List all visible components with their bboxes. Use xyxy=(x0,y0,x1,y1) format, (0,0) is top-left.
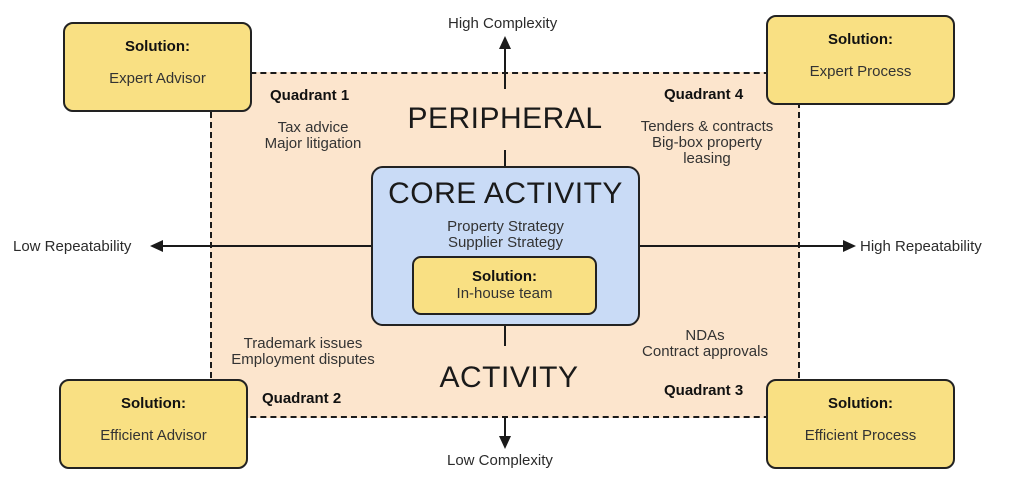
inhouse-solution-label: Solution: xyxy=(472,268,537,285)
up-arrowhead-icon xyxy=(499,36,511,49)
axis-label-low-complexity: Low Complexity xyxy=(447,452,553,469)
solution-value: Expert Process xyxy=(809,63,912,80)
left-arrowhead-icon xyxy=(150,240,163,252)
solution-label: Solution: xyxy=(828,395,893,412)
solution-box-top-right: Solution: Expert Process xyxy=(766,15,955,105)
region-title-peripheral: PERIPHERAL xyxy=(407,102,603,135)
core-activity-title: CORE ACTIVITY xyxy=(388,177,623,210)
inhouse-solution-box: Solution: In-house team xyxy=(412,256,597,315)
quadrant-2-item: Employment disputes xyxy=(231,351,375,368)
solution-box-bottom-left: Solution: Efficient Advisor xyxy=(59,379,248,469)
inhouse-solution-value: In-house team xyxy=(456,285,553,302)
quadrant-4-item: Big-box property leasing xyxy=(651,134,763,167)
quadrant-2-items: Trademark issues Employment disputes xyxy=(218,336,388,368)
quadrant-3-item: NDAs xyxy=(685,327,725,344)
quadrant-3-item: Contract approvals xyxy=(642,343,768,360)
quadrant-1-item: Major litigation xyxy=(264,135,362,152)
quadrant-2-label: Quadrant 2 xyxy=(262,390,342,407)
right-arrowhead-icon xyxy=(843,240,856,252)
solution-box-bottom-right: Solution: Efficient Process xyxy=(766,379,955,469)
quadrant-1-items: Tax advice Major litigation xyxy=(238,120,388,152)
quadrant-4-item: Tenders & contracts xyxy=(640,118,774,135)
quadrant-3-label: Quadrant 3 xyxy=(664,382,744,399)
core-activity-item: Property Strategy xyxy=(447,218,564,235)
quadrant-4-label: Quadrant 4 xyxy=(664,86,744,103)
axis-label-high-complexity: High Complexity xyxy=(448,15,558,32)
axis-label-high-repeatability: High Repeatability xyxy=(860,238,982,255)
quadrant-1-label: Quadrant 1 xyxy=(270,87,350,104)
vertical-axis-segment-top xyxy=(504,42,506,89)
down-arrowhead-icon xyxy=(499,436,511,449)
vertical-axis-segment-above-core xyxy=(504,150,506,170)
quadrant-4-items: Tenders & contracts Big-box property lea… xyxy=(632,119,782,167)
axis-label-low-repeatability: Low Repeatability xyxy=(13,238,132,255)
solution-value: Expert Advisor xyxy=(109,70,206,87)
solution-label: Solution: xyxy=(125,38,190,55)
quadrant-1-item: Tax advice xyxy=(277,119,349,136)
quadrant-3-items: NDAs Contract approvals xyxy=(625,328,785,360)
solution-label: Solution: xyxy=(121,395,186,412)
solution-label: Solution: xyxy=(828,31,893,48)
quadrant-2-item: Trademark issues xyxy=(243,335,363,352)
solution-value: Efficient Advisor xyxy=(100,427,207,444)
solution-value: Efficient Process xyxy=(804,427,917,444)
core-activity-items: Property Strategy Supplier Strategy xyxy=(371,219,640,251)
core-activity-item: Supplier Strategy xyxy=(447,234,564,251)
region-title-activity: ACTIVITY xyxy=(439,361,579,394)
vertical-axis-segment-bottom xyxy=(504,418,506,439)
solution-box-top-left: Solution: Expert Advisor xyxy=(63,22,252,112)
vertical-axis-segment-below-core xyxy=(504,324,506,346)
